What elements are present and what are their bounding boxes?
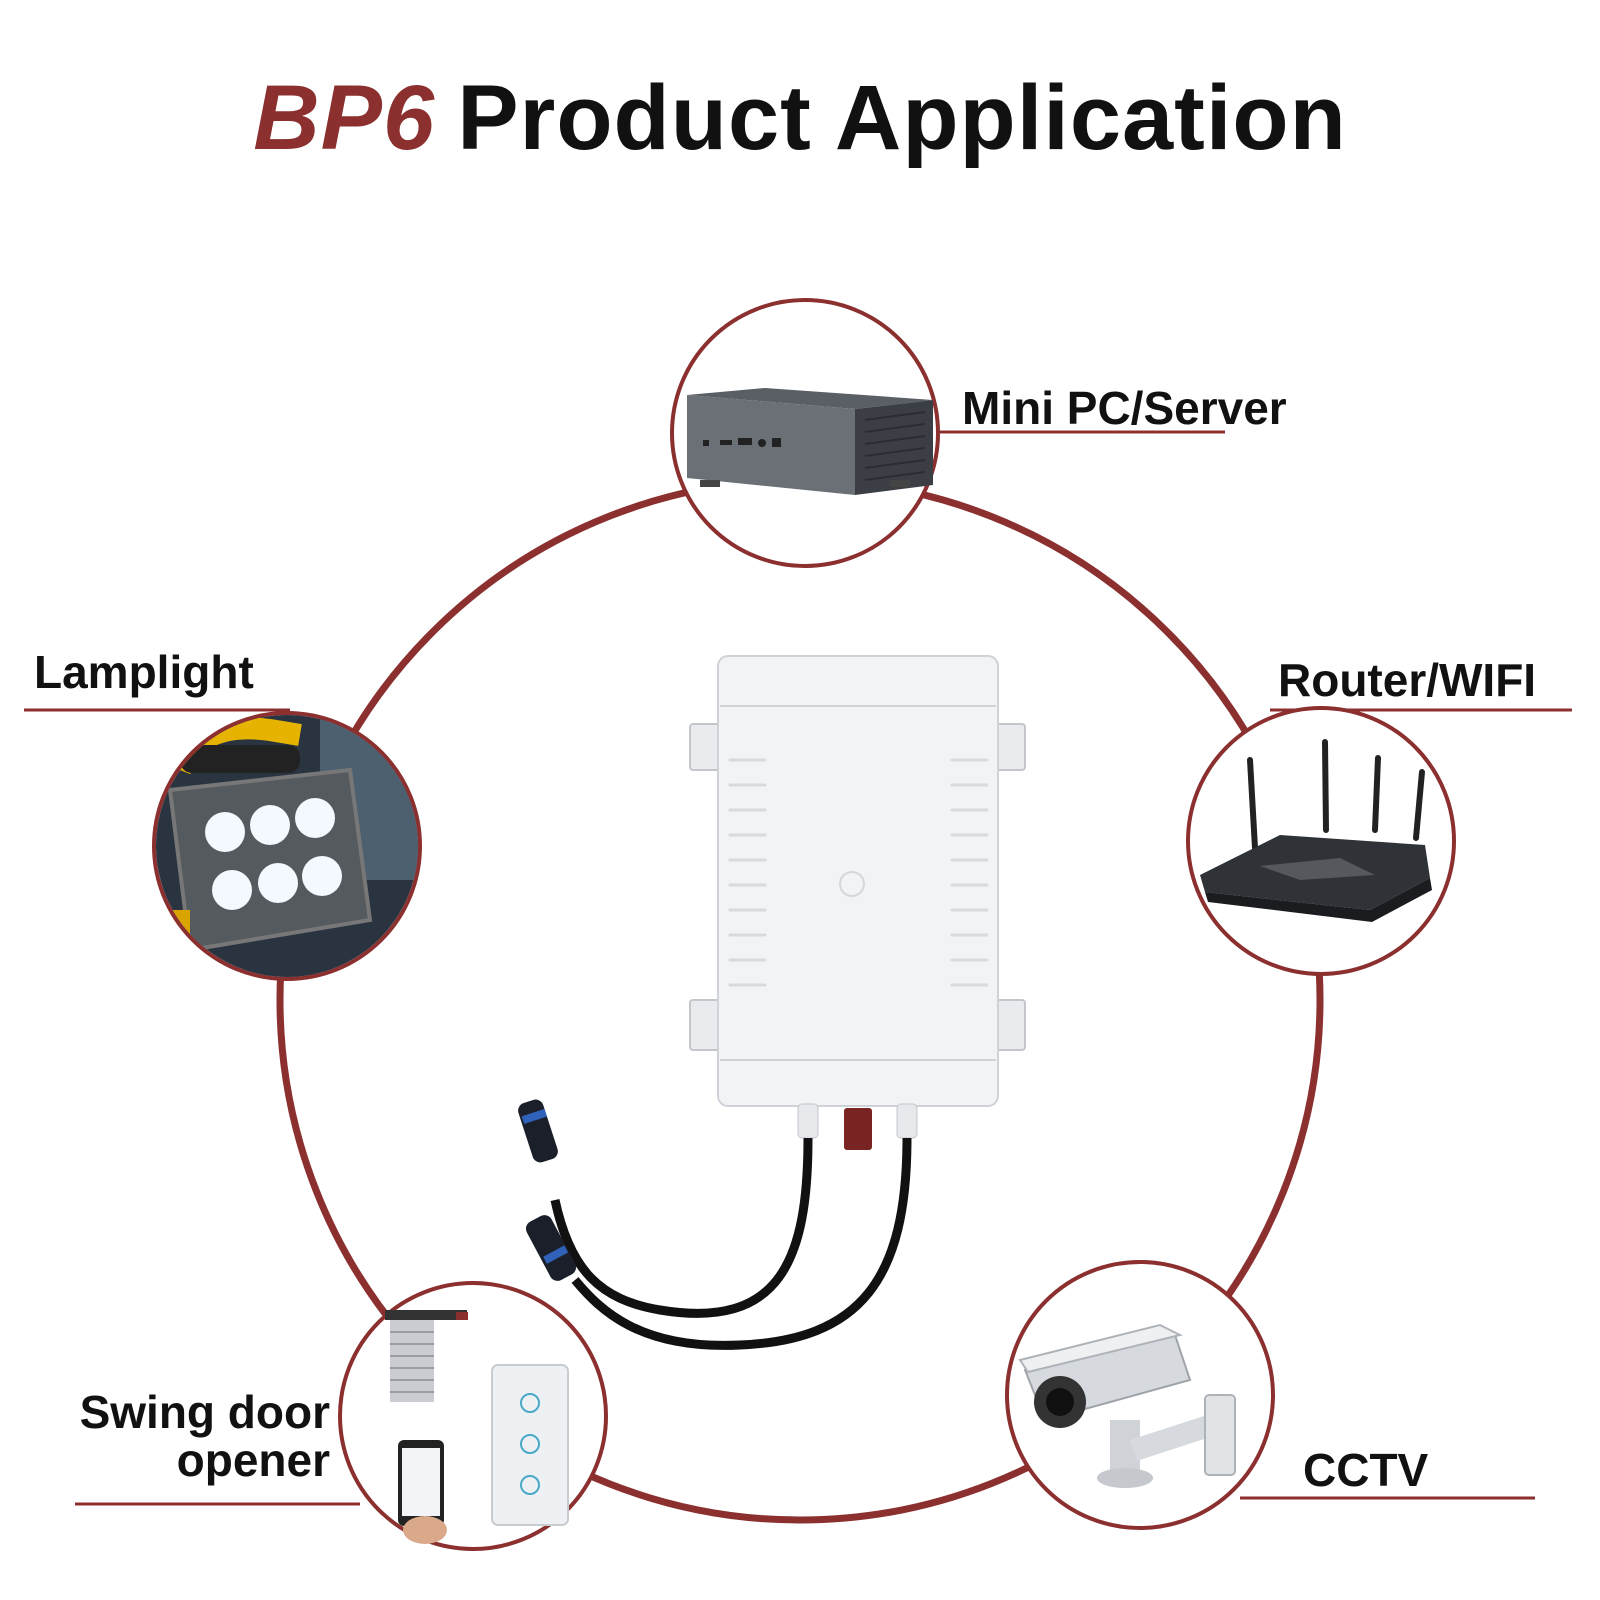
brand-name: BP6 xyxy=(253,67,436,169)
lamplight-label: Lamplight xyxy=(34,646,254,698)
router-label: Router/WIFI xyxy=(1278,654,1537,706)
mini-pc-bubble xyxy=(670,298,940,568)
floodlight-icon xyxy=(156,715,418,977)
swing-door-label-line2: opener xyxy=(176,1434,330,1487)
smartphone-icon xyxy=(398,1440,447,1544)
swing-door-label-line1: Swing door xyxy=(79,1386,330,1438)
swing-door-label: Swing door opener xyxy=(30,1388,330,1485)
router-bubble xyxy=(1186,706,1456,976)
cctv-label: CCTV xyxy=(1303,1444,1429,1496)
router-icon xyxy=(1200,739,1432,922)
cctv-camera-icon xyxy=(1018,1323,1236,1488)
cctv-bubble xyxy=(1005,1260,1275,1530)
wall-switch-icon xyxy=(491,1364,569,1526)
battery-box-icon xyxy=(518,655,1026,1350)
title-text: Product Application xyxy=(457,67,1347,169)
mini-pc-icon xyxy=(687,388,933,495)
lamplight-bubble xyxy=(152,711,422,981)
swing-door-bubble xyxy=(338,1281,608,1551)
roller-door-icon xyxy=(385,1310,468,1402)
mini-pc-label: Mini PC/Server xyxy=(962,382,1287,434)
